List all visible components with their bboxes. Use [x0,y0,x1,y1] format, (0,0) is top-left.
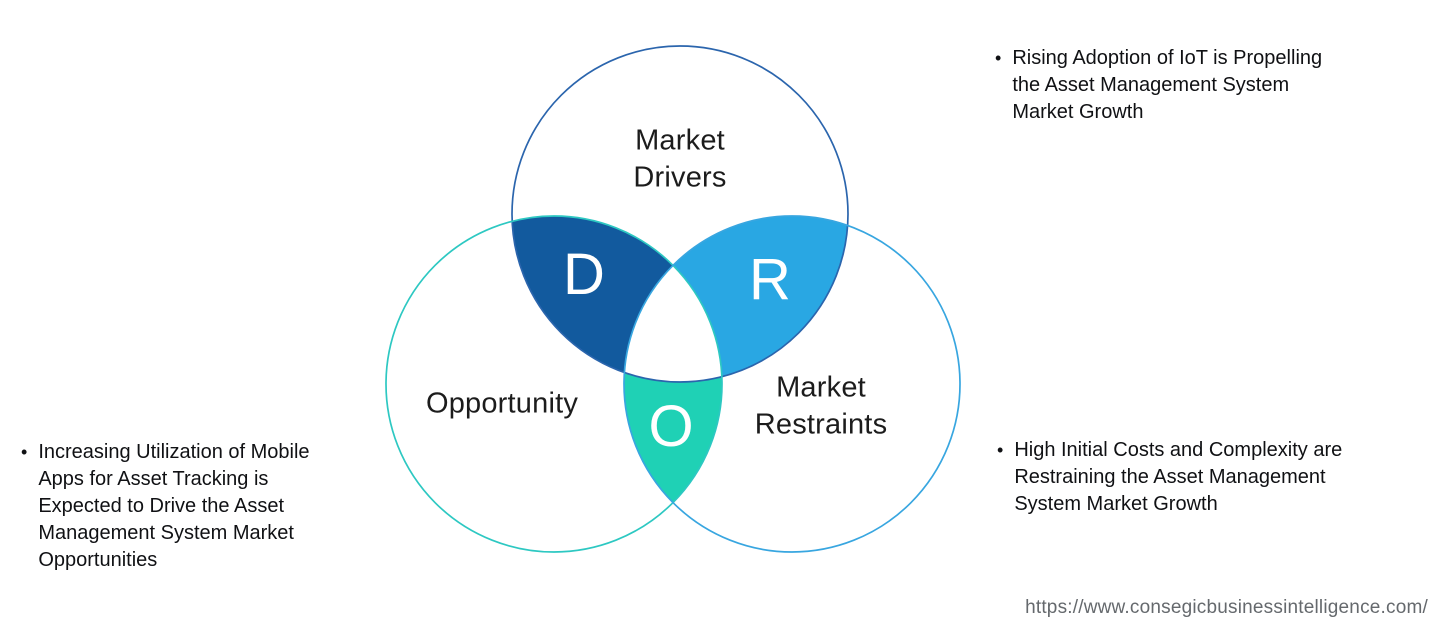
drivers-restraints-overlap [624,216,848,382]
source-url-link[interactable]: https://www.consegicbusinessintelligence… [1025,597,1428,618]
bullet-restraints-note: • High Initial Costs and Complexity are … [997,437,1417,518]
drivers-opportunity-overlap [512,216,722,382]
bullet-opportunity-note: • Increasing Utilization of Mobile Apps … [21,439,381,574]
bullet-restraints-text: High Initial Costs and Complexity are Re… [1014,439,1343,515]
bullet-drivers-text: Rising Adoption of IoT is Propelling the… [1012,47,1323,123]
opportunity-circle-outline [385,215,723,553]
bullet-marker-icon: • [997,440,1004,460]
bullet-marker-icon: • [21,442,28,462]
drivers-circle-label: Market Drivers [633,124,727,193]
drivers-circle-outline [511,45,849,383]
bullet-marker-icon: • [995,48,1002,68]
opportunity-circle-label: Opportunity [425,387,579,420]
bullet-opportunity-text: Increasing Utilization of Mobile Apps fo… [38,441,310,571]
restraints-circle-label: Market Restraints [754,371,888,440]
restraints-circle-outline [623,215,961,553]
bullet-drivers-note: • Rising Adoption of IoT is Propelling t… [995,45,1405,126]
restraints-overlap-letter: R [749,247,791,312]
opportunity-overlap-letter: O [648,394,694,459]
drivers-overlap-letter: D [563,242,605,307]
